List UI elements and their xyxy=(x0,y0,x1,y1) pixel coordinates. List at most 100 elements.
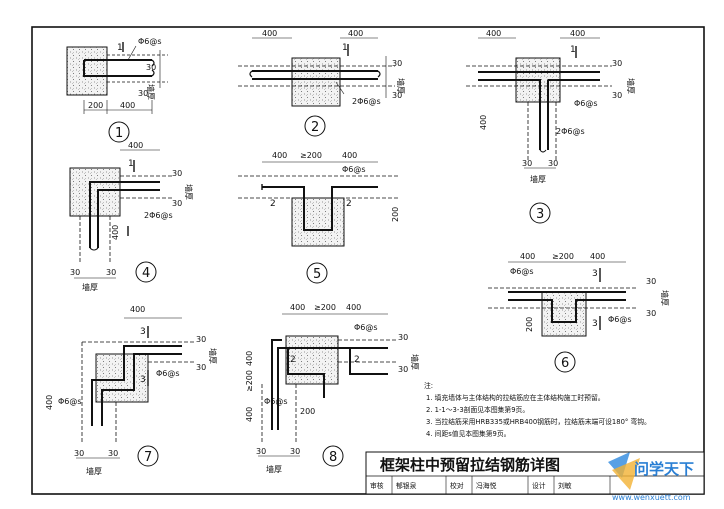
section-mark: 1 xyxy=(342,43,348,53)
dim-text: 400 xyxy=(590,252,605,261)
titleblock-name: 郁银泉 xyxy=(396,481,417,490)
section-mark: 3 xyxy=(140,327,146,337)
dim-text: 30 xyxy=(172,169,182,178)
title-block: 框架柱中预留拉结钢筋详图 审核 郁银泉 校对 冯海悦 设计 刘敏 xyxy=(365,451,705,495)
column-section xyxy=(291,57,341,107)
detail-number: 5 xyxy=(313,267,321,282)
section-mark: 2 xyxy=(270,199,276,209)
rebar-label: 2Φ6@s xyxy=(144,211,173,220)
dim-text: 200 xyxy=(525,317,534,332)
dim-text: 30 xyxy=(108,449,118,458)
dim-text: 30 xyxy=(256,447,266,456)
detail-3: 400 400 400 1 30 墙厚 30 Φ6@s 2Φ6@s 30 30 … xyxy=(466,29,636,224)
detail-number: 6 xyxy=(561,356,569,371)
detail-5: 400 ≥200 400 200 2 2 Φ6@s 5 xyxy=(238,151,400,284)
detail-2: 400 400 1 30 墙厚 30 2Φ6@s 2 xyxy=(238,29,406,137)
dim-text: 400 xyxy=(45,395,54,410)
wall-thickness-label: 墙厚 xyxy=(146,84,156,100)
wall-thickness-label: 墙厚 xyxy=(184,184,194,200)
dim-text: 400 xyxy=(346,303,361,312)
dim-text: 30 xyxy=(70,268,80,277)
notes-block: 注: 1. 填充墙体与主体结构的拉结筋应在主体结构施工时预留。 2. 1-1～3… xyxy=(424,381,651,438)
section-mark: 1 xyxy=(570,45,576,55)
rebar-label: 2Φ6@s xyxy=(352,97,381,106)
wall-thickness-label: 墙厚 xyxy=(660,290,670,306)
detail-number-circle xyxy=(135,261,157,283)
dim-text: 400 xyxy=(570,29,585,38)
rebar-label: Φ6@s xyxy=(608,315,632,324)
dim-text: 400 xyxy=(130,305,145,314)
column-section xyxy=(291,197,345,247)
detail-number-circle xyxy=(306,262,328,284)
dim-text: 200 xyxy=(391,207,400,222)
dim-text: 30 xyxy=(522,159,532,168)
dim-text: 30 xyxy=(392,91,402,100)
dim-text: 200 xyxy=(300,407,315,416)
titleblock-name: 冯海悦 xyxy=(476,481,497,490)
note-item: 4. 间距s值见本图集第9页。 xyxy=(426,429,510,438)
titleblock-label: 审核 xyxy=(370,481,384,490)
dim-text: 30 xyxy=(398,365,408,374)
note-item: 1. 填充墙体与主体结构的拉结筋应在主体结构施工时预留。 xyxy=(426,393,605,402)
dim-text: 30 xyxy=(172,199,182,208)
wall-thickness-label: 墙厚 xyxy=(266,464,282,474)
dim-text: 30 xyxy=(646,277,656,286)
column-section xyxy=(285,335,339,385)
rebar-label: Φ6@s xyxy=(510,267,534,276)
detail-7: 400 400 3 30 墙厚 30 Φ6@s 3 Φ6@s 30 30 墙厚 … xyxy=(45,305,218,476)
titleblock-label: 校对 xyxy=(450,481,464,490)
wall-thickness-label: 墙厚 xyxy=(86,466,102,476)
dim-text: 400 xyxy=(520,252,535,261)
note-item: 3. 当拉结筋采用HRB335或HRB400钢筋时，拉结筋末端可设180° 弯钩… xyxy=(426,417,651,426)
detail-number: 8 xyxy=(329,450,337,465)
dim-text: 30 xyxy=(74,449,84,458)
dim-text: 200 xyxy=(88,101,103,110)
drawing-title: 框架柱中预留拉结钢筋详图 xyxy=(380,456,560,474)
detail-1: 1 Φ6@s 30 墙厚 30 200 400 1 xyxy=(66,37,168,143)
detail-number-circle xyxy=(322,445,344,467)
section-mark: 3 xyxy=(592,269,598,279)
detail-number-circle xyxy=(304,115,326,137)
dim-text: 400 xyxy=(342,151,357,160)
dim-text: 30 xyxy=(548,159,558,168)
detail-4: 400 400 1 30 墙厚 30 2Φ6@s 30 30 墙厚 4 xyxy=(69,141,194,292)
dim-text: ≥200 xyxy=(314,303,336,312)
watermark: 问学天下 www.wenxuett.com xyxy=(608,452,694,502)
wall-thickness-label: 墙厚 xyxy=(530,174,546,184)
note-item: 2. 1-1～3-3剖面见本图集第9页。 xyxy=(426,405,529,414)
dim-text: 400 xyxy=(272,151,287,160)
dim-text: 400 xyxy=(111,225,120,240)
detail-number: 7 xyxy=(144,450,152,465)
wall-thickness-label: 墙厚 xyxy=(396,78,406,94)
dim-text: 30 xyxy=(196,335,206,344)
detail-number-circle xyxy=(529,202,551,224)
detail-8: 400 ≥200 400 400 ≥200 400 200 Φ6@s 2 2 3… xyxy=(245,303,420,474)
dim-text: 30 xyxy=(392,59,402,68)
detail-number-circle xyxy=(108,121,130,143)
column-section xyxy=(66,46,108,96)
section-mark: 3 xyxy=(140,375,146,385)
dim-text: ≥200 xyxy=(245,370,254,392)
section-mark: 3 xyxy=(592,319,598,329)
dim-text: 400 xyxy=(348,29,363,38)
rebar-label: Φ6@s xyxy=(264,397,288,406)
dim-text: 30 xyxy=(398,333,408,342)
column-section xyxy=(95,353,149,403)
rebar-label: 2Φ6@s xyxy=(556,127,585,136)
dim-text: 30 xyxy=(138,89,148,98)
dim-text: 30 xyxy=(106,268,116,277)
dim-text: 400 xyxy=(245,351,254,366)
detail-number: 1 xyxy=(115,126,123,141)
rebar-label: Φ6@s xyxy=(156,369,180,378)
section-mark: 1 xyxy=(117,43,123,53)
detail-number: 3 xyxy=(536,207,544,222)
rebar-label: Φ6@s xyxy=(354,323,378,332)
notes-heading: 注: xyxy=(424,381,433,390)
watermark-url: www.wenxuett.com xyxy=(612,493,691,502)
column-section xyxy=(69,167,121,217)
watermark-brand: 问学天下 xyxy=(634,460,694,478)
dim-text: ≥200 xyxy=(552,252,574,261)
dim-text: 30 xyxy=(612,59,622,68)
dim-text: 400 xyxy=(486,29,501,38)
